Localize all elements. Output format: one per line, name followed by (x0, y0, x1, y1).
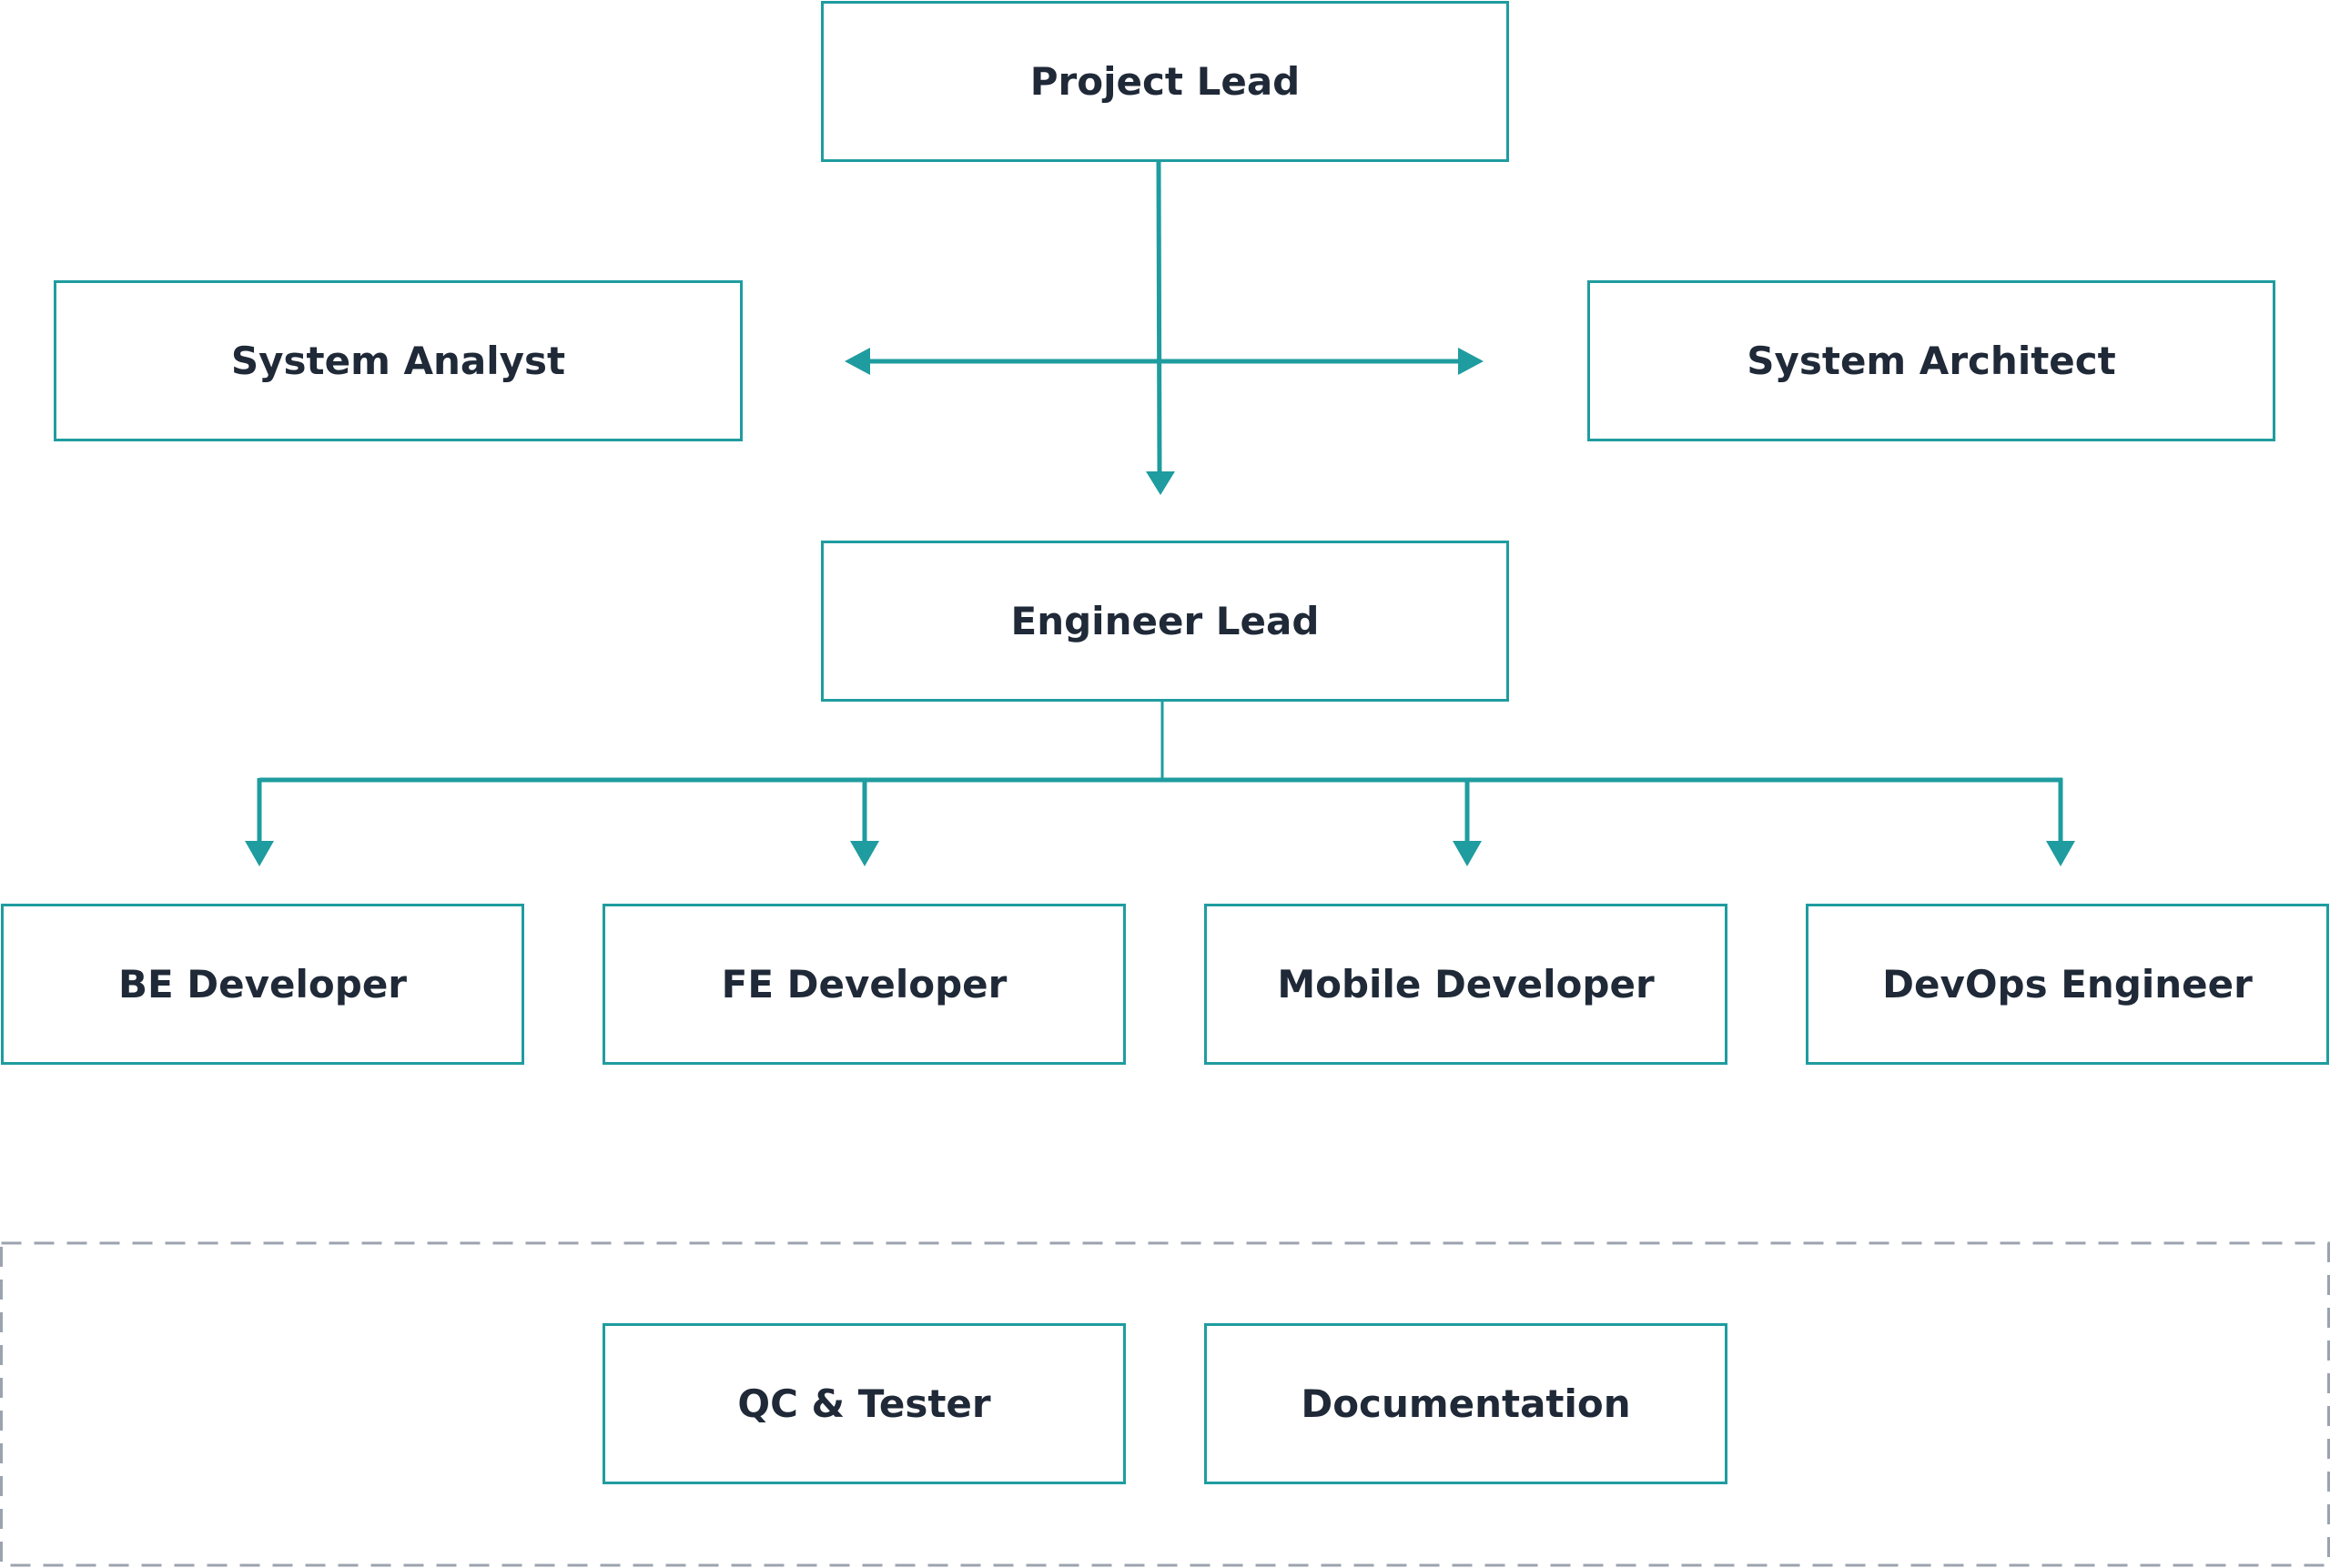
node-mobile-developer: Mobile Developer (1204, 904, 1727, 1065)
node-label-engineer-lead: Engineer Lead (1010, 599, 1320, 643)
node-project-lead: Project Lead (821, 1, 1509, 162)
node-system-architect: System Architect (1587, 280, 2275, 441)
arrowhead-engineer-lead (1146, 471, 1175, 495)
node-label-qc-tester: QC & Tester (737, 1381, 991, 1426)
support-group-dashed-border (0, 1241, 2330, 1567)
node-documentation: Documentation (1204, 1323, 1727, 1484)
connector-project-to-engineer (1156, 161, 1162, 474)
node-be-developer: BE Developer (1, 904, 524, 1065)
node-label-fe-developer: FE Developer (721, 962, 1008, 1007)
node-engineer-lead: Engineer Lead (821, 541, 1509, 702)
node-label-mobile-developer: Mobile Developer (1277, 962, 1655, 1007)
arrowhead-system-architect (1458, 348, 1484, 375)
node-label-system-architect: System Architect (1747, 339, 2116, 383)
arrowhead-system-analyst (845, 348, 870, 375)
arrowhead-fe-developer (850, 841, 879, 866)
arrowhead-devops-engineer (2046, 841, 2075, 866)
node-label-documentation: Documentation (1301, 1381, 1631, 1426)
node-label-project-lead: Project Lead (1029, 59, 1301, 104)
node-system-analyst: System Analyst (54, 280, 743, 441)
node-label-devops-engineer: DevOps Engineer (1882, 962, 2253, 1007)
arrowhead-be-developer (245, 841, 274, 866)
node-label-system-analyst: System Analyst (230, 339, 566, 383)
node-qc-tester: QC & Tester (603, 1323, 1126, 1484)
node-fe-developer: FE Developer (603, 904, 1126, 1065)
node-devops-engineer: DevOps Engineer (1806, 904, 2329, 1065)
node-label-be-developer: BE Developer (117, 962, 408, 1007)
arrowhead-mobile-developer (1453, 841, 1482, 866)
